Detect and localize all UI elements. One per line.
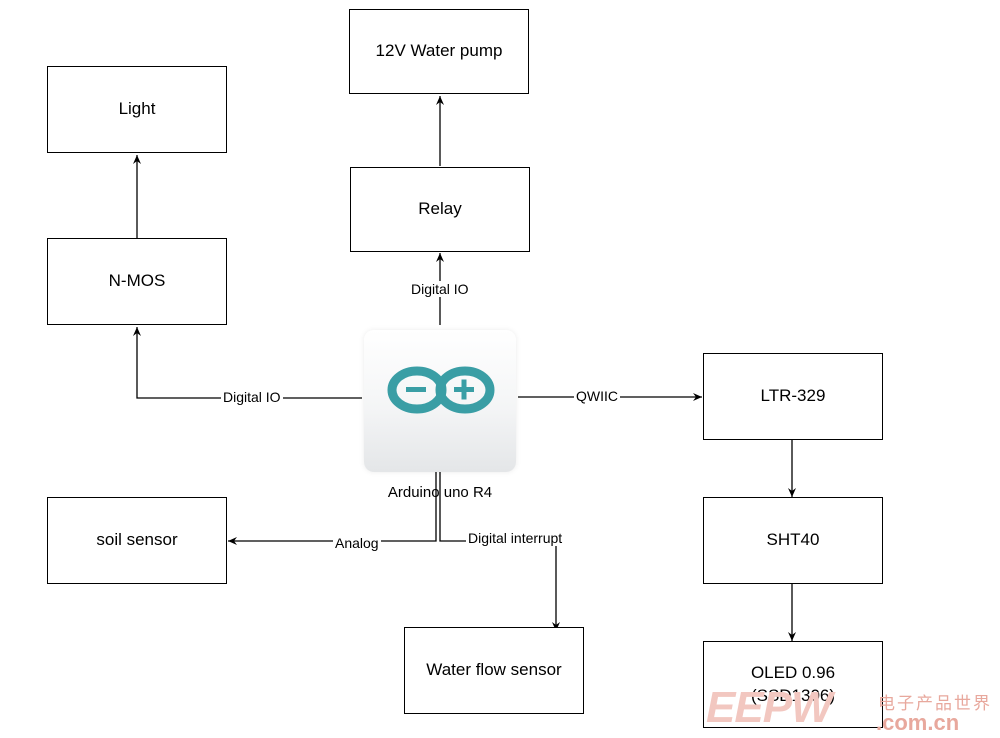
ltr-label: LTR-329 — [760, 386, 826, 406]
pump-label: 12V Water pump — [375, 41, 503, 61]
flow-edge-label: Digital interrupt — [466, 530, 565, 546]
nmos-label: N-MOS — [108, 271, 166, 291]
qwiic-edge-label: QWIIC — [574, 388, 620, 404]
soil-label: soil sensor — [96, 530, 178, 550]
arduino-infinity-logo-icon — [387, 366, 495, 414]
sht-node: SHT40 — [703, 497, 883, 584]
soil-edge-label: Analog — [333, 535, 381, 551]
relay-label: Relay — [418, 199, 462, 219]
edge-arduino-to-soil — [228, 472, 437, 545]
light-node: Light — [47, 66, 227, 153]
flow-label: Water flow sensor — [426, 660, 562, 680]
relay-edge-label: Digital IO — [409, 281, 471, 297]
watermark-site: .com.cn — [876, 710, 960, 735]
ltr-node: LTR-329 — [703, 353, 883, 440]
arduino-board-tile — [364, 330, 516, 472]
pump-node: 12V Water pump — [349, 9, 529, 94]
oled-node: OLED 0.96 (SSD1306) — [703, 641, 883, 728]
eepw-watermark: EEPW 电子产品世界 .com.cn — [706, 683, 1000, 738]
oled-label: OLED 0.96 (SSD1306) — [750, 663, 836, 705]
nmos-node: N-MOS — [47, 238, 227, 325]
arduino-caption: Arduino uno R4 — [387, 484, 493, 501]
flow-node: Water flow sensor — [404, 627, 584, 714]
relay-node: Relay — [350, 167, 530, 252]
nmos-edge-label: Digital IO — [221, 389, 283, 405]
light-label: Light — [118, 99, 156, 119]
sht-label: SHT40 — [766, 530, 820, 550]
watermark-logo: EEPW — [706, 683, 833, 732]
watermark-chinese: 电子产品世界 — [878, 694, 992, 713]
edge-arduino-to-nmos — [133, 327, 362, 399]
soil-node: soil sensor — [47, 497, 227, 584]
